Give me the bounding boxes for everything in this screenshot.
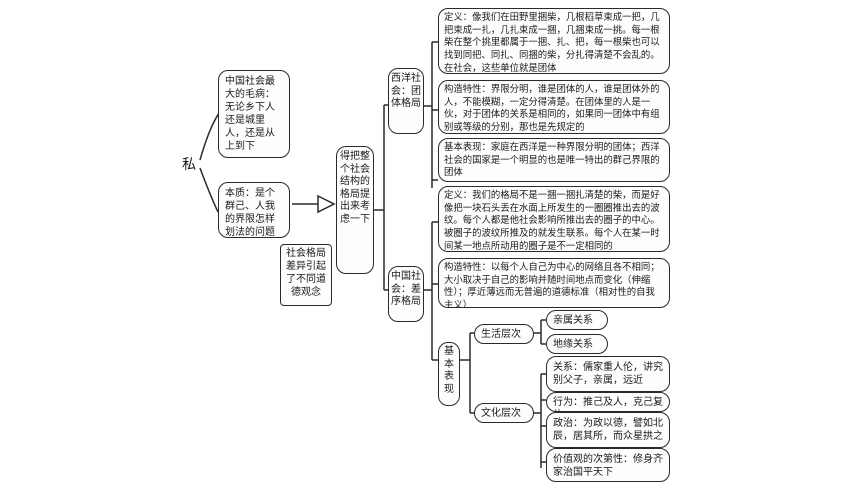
- life-level-box: 生活层次: [474, 324, 534, 344]
- life-item-kinship: 亲属关系: [546, 310, 608, 330]
- life-item-kinship-text: 亲属关系: [553, 315, 593, 326]
- note-text: 社会格局差异引起了不同道德观念: [286, 248, 326, 298]
- life-level-label: 生活层次: [481, 329, 521, 340]
- culture-item-values: 价值观的次第性：修身齐家治国平天下: [546, 448, 670, 482]
- left-box-problem-text: 中国社会最大的毛病：无论乡下人还是城里人，还是从上到下: [225, 76, 275, 152]
- western-label-box: 西洋社会：团体格局: [388, 68, 424, 134]
- culture-item-behavior: 行为：推己及人，克己复礼: [546, 392, 670, 412]
- chinese-definition-box: 定义：我们的格局不是一捆一捆扎清楚的柴，而是好像把一块石头丢在水面上所发生的一圈…: [438, 186, 670, 252]
- chinese-label: 中国社会：差序格局: [391, 271, 421, 307]
- link-root-box2: [199, 167, 219, 213]
- center-text: 得把整个社会结构的格局提出来考虑一下: [340, 151, 370, 225]
- arrow-head: [317, 194, 336, 214]
- chinese-structure-box: 构造特性：以每个人自己为中心的网络且各不相同；大小取决于自己的影响并随时间地点而…: [438, 258, 670, 308]
- culture-item-values-text: 价值观的次第性：修身齐家治国平天下: [553, 454, 663, 478]
- western-structure-text: 构造特性：界限分明，谁是团体的人，谁是团体外的人，不能模糊，一定分得清楚。在团体…: [444, 84, 660, 134]
- left-box-essence-text: 本质：是个群己、人我的界限怎样划法的问题: [225, 188, 275, 238]
- culture-level-box: 文化层次: [474, 403, 534, 423]
- life-item-locality-text: 地缘关系: [553, 339, 593, 350]
- chinese-label-box: 中国社会：差序格局: [388, 266, 424, 322]
- left-box-essence: 本质：是个群己、人我的界限怎样划法的问题: [218, 182, 290, 238]
- western-label: 西洋社会：团体格局: [391, 73, 421, 109]
- note-box: 社会格局差异引起了不同道德观念: [280, 244, 332, 306]
- culture-item-politics-text: 政治：为政以德，譬如北辰，居其所，而众星拱之: [553, 418, 663, 442]
- center-box: 得把整个社会结构的格局提出来考虑一下: [336, 146, 374, 274]
- culture-item-politics: 政治：为政以德，譬如北辰，居其所，而众星拱之: [546, 412, 670, 448]
- chinese-structure-text: 构造特性：以每个人自己为中心的网络且各不相同；大小取决于自己的影响并随时间地点而…: [444, 262, 660, 308]
- life-item-locality: 地缘关系: [546, 334, 608, 354]
- western-structure-box: 构造特性：界限分明，谁是团体的人，谁是团体外的人，不能模糊，一定分得清楚。在团体…: [438, 80, 670, 134]
- left-box-problem: 中国社会最大的毛病：无论乡下人还是城里人，还是从上到下: [218, 70, 290, 158]
- culture-level-label: 文化层次: [481, 408, 521, 419]
- western-basic-box: 基本表现：家庭在西洋是一种界限分明的团体；西洋社会的国家是一个明显的也是唯一特出…: [438, 138, 670, 182]
- western-definition-text: 定义：像我们在田野里捆柴，几根稻草束成一把，几把束成一扎，几扎束成一捆，几捆束成…: [444, 12, 660, 74]
- western-definition-box: 定义：像我们在田野里捆柴，几根稻草束成一把，几把束成一扎，几扎束成一捆，几捆束成…: [438, 8, 670, 74]
- basic-label: 基本表现: [444, 346, 454, 395]
- link-root-box1: [199, 111, 221, 161]
- culture-item-relation-text: 关系：儒家重人伦，讲究别父子，亲属，远近: [553, 362, 663, 386]
- culture-item-behavior-text: 行为：推己及人，克己复礼: [553, 397, 663, 411]
- chinese-definition-text: 定义：我们的格局不是一捆一捆扎清楚的柴，而是好像把一块石头丢在水面上所发生的一圈…: [444, 190, 660, 252]
- basic-label-box: 基本表现: [438, 342, 460, 406]
- culture-item-relation: 关系：儒家重人伦，讲究别父子，亲属，远近: [546, 356, 670, 392]
- root-label: 私: [182, 157, 196, 173]
- western-basic-text: 基本表现：家庭在西洋是一种界限分明的团体；西洋社会的国家是一个明显的也是唯一特出…: [444, 142, 660, 179]
